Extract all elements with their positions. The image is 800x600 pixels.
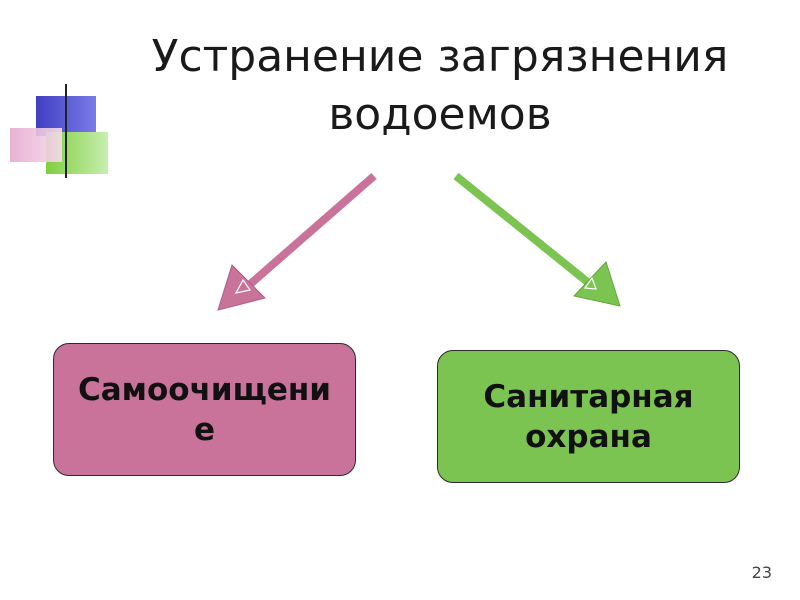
box-sanitary-protection: Санитарная охрана [437, 350, 740, 483]
decorative-squares-icon [10, 84, 760, 178]
page-number: 23 [751, 563, 772, 582]
title-line-2: водоемов [328, 89, 552, 140]
arrow-right-icon [453, 172, 621, 307]
box-self-purification: Самоочищение [53, 343, 356, 476]
arrow-left-icon [217, 172, 377, 311]
page-title: Устранение загрязнения водоемов [120, 28, 760, 144]
title-line-1: Устранение загрязнения [151, 31, 729, 82]
box-label: Санитарная охрана [483, 378, 694, 455]
box-label: Самоочищение [77, 371, 332, 448]
